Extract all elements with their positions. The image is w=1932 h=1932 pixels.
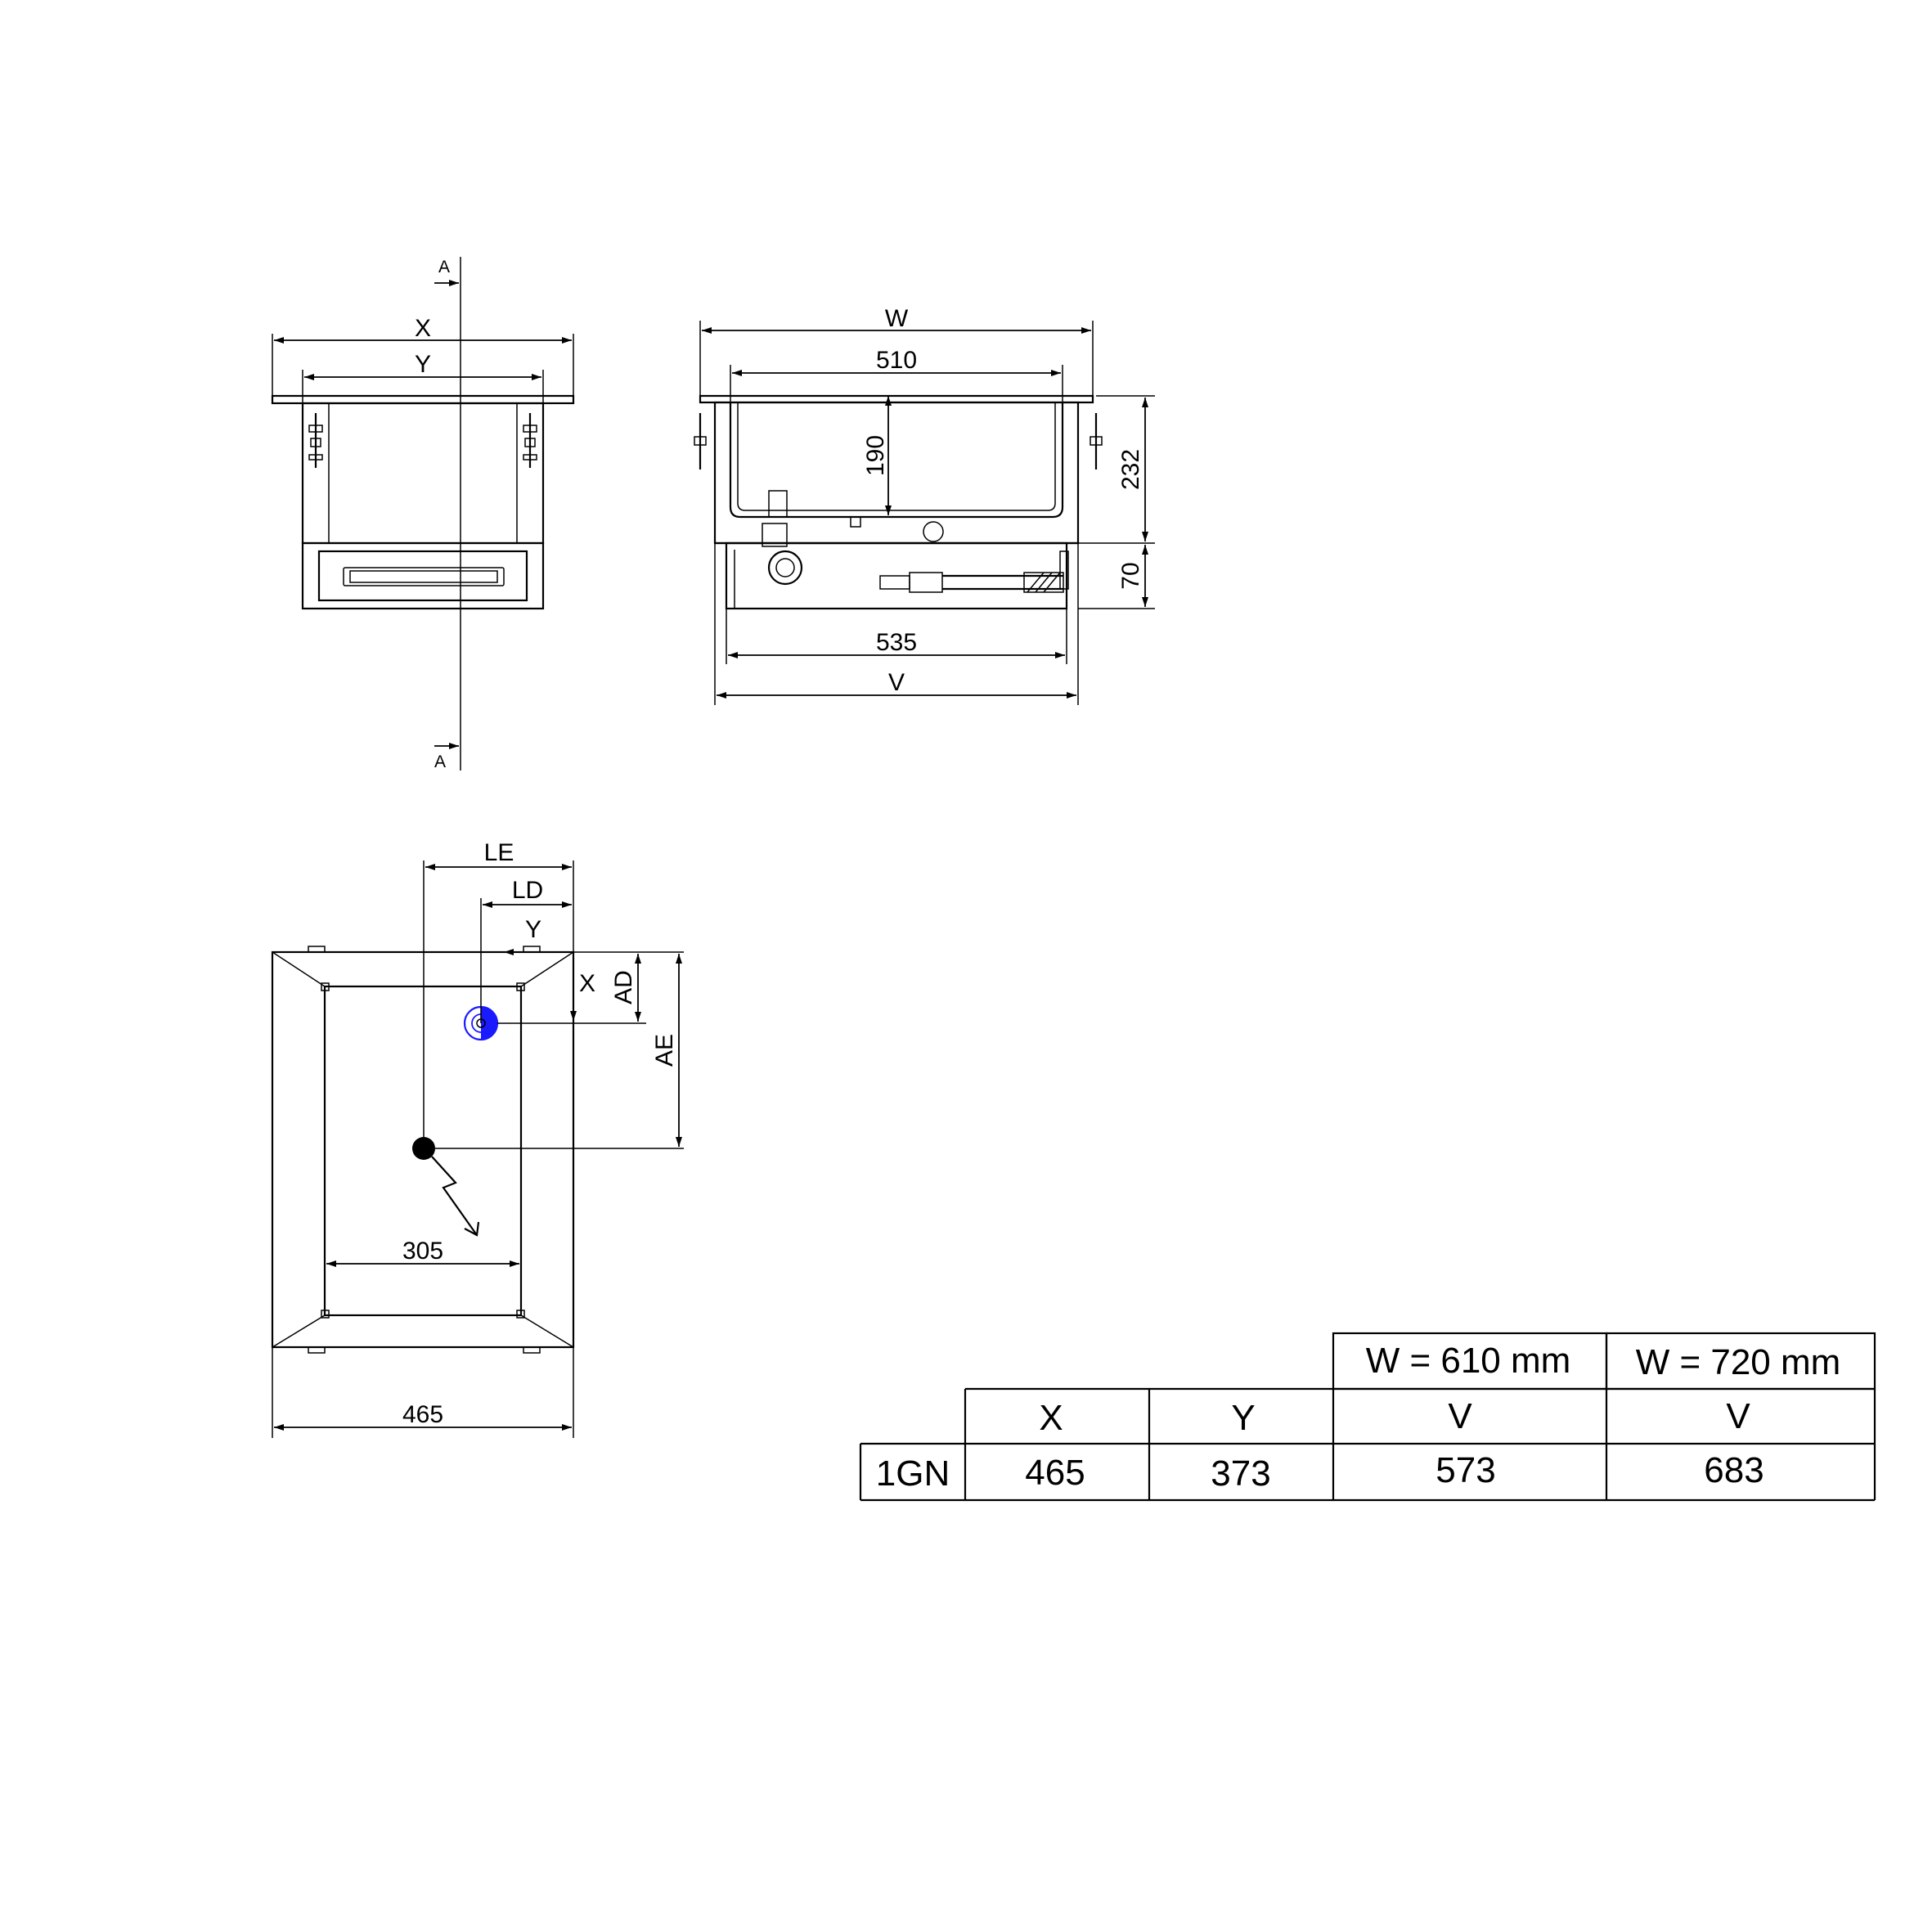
dim-label-535: 535 — [876, 629, 917, 656]
dim-label-ld: LD — [512, 877, 543, 904]
dim-label-510: 510 — [876, 347, 917, 374]
clamp-left-icon — [308, 413, 323, 468]
axis-label-x: X — [579, 970, 595, 997]
plan-view: LE LD Y X AD AE 305 465 — [271, 839, 684, 1438]
column-header-y: Y — [1231, 1398, 1255, 1438]
dim-label-232: 232 — [1117, 449, 1144, 490]
section-label-top: A — [438, 258, 450, 276]
dim-label-ad: AD — [610, 970, 637, 1004]
column-header-v-720: V — [1726, 1396, 1750, 1436]
column-header-v-610: V — [1448, 1396, 1472, 1436]
column-header-x: X — [1039, 1398, 1063, 1438]
dim-label-le: LE — [484, 839, 514, 866]
dim-label-70: 70 — [1117, 562, 1144, 589]
clamp-left-icon — [694, 413, 707, 470]
dim-label-ae: AE — [651, 1034, 678, 1067]
dim-label-x: X — [415, 315, 431, 342]
axis-label-y: Y — [525, 916, 541, 943]
cell-x: 465 — [1025, 1453, 1085, 1493]
dim-label-w: W — [885, 305, 909, 332]
cell-v-610: 573 — [1436, 1450, 1495, 1490]
side-view: W 510 190 232 70 535 V — [694, 305, 1155, 705]
dim-label-305: 305 — [402, 1238, 443, 1265]
heater-element-icon — [879, 550, 1069, 593]
dimension-table: W = 610 mm W = 720 mm X Y V V 1GN 465 37… — [859, 1332, 1876, 1502]
dim-label-465: 465 — [402, 1401, 443, 1428]
group-header-610: W = 610 mm — [1366, 1341, 1571, 1381]
electric-connection-icon — [412, 1137, 480, 1237]
dim-label-190: 190 — [862, 435, 889, 476]
row-label-1gn: 1GN — [876, 1453, 950, 1494]
dim-label-y: Y — [415, 351, 431, 378]
dim-label-v: V — [888, 669, 905, 696]
clamp-right-icon — [523, 413, 537, 468]
group-header-720: W = 720 mm — [1636, 1342, 1841, 1382]
drain-pipe-icon — [762, 490, 803, 586]
front-view: A A X Y — [271, 257, 575, 771]
cell-y: 373 — [1211, 1453, 1270, 1494]
section-label-bottom: A — [434, 753, 446, 771]
cell-v-720: 683 — [1704, 1450, 1764, 1490]
clamp-right-icon — [1090, 413, 1103, 470]
